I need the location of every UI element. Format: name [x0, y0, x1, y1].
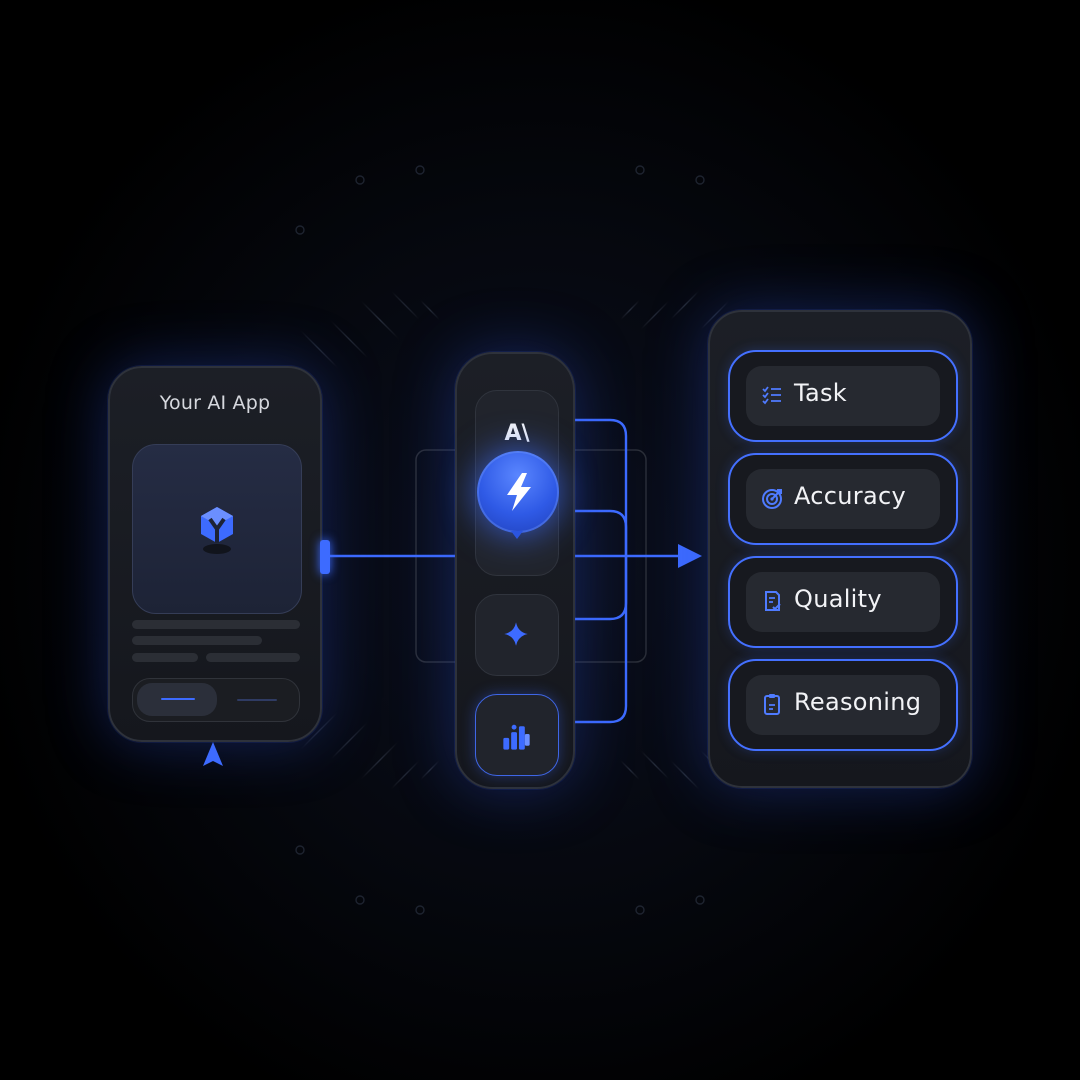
metric-label: Reasoning	[794, 688, 922, 716]
skeleton-line	[132, 620, 300, 629]
metric-label: Quality	[794, 585, 882, 613]
segment-indicator	[161, 698, 195, 700]
sparkle-slot[interactable]	[475, 594, 559, 676]
metric-chip: Accuracy	[746, 469, 940, 529]
app-output-handle	[320, 540, 330, 574]
app-title: Your AI App	[159, 392, 271, 414]
sparkle-icon	[504, 622, 528, 646]
checklist-icon	[762, 386, 781, 405]
metric-label: Accuracy	[794, 482, 906, 510]
output-arrowhead	[678, 544, 702, 568]
segmented-toggle[interactable]	[132, 678, 300, 722]
app-preview-card	[132, 444, 302, 614]
segment-active[interactable]	[137, 683, 217, 716]
metric-reasoning[interactable]: Reasoning	[728, 659, 958, 751]
skeleton-line	[132, 636, 262, 645]
ai-app-panel: Your AI App	[108, 366, 322, 742]
metric-chip: Quality	[746, 572, 940, 632]
segment-inactive-indicator[interactable]	[237, 699, 277, 701]
lightning-bolt-icon	[507, 473, 531, 511]
evaluation-panel: Task Accuracy Quality	[708, 310, 972, 788]
metric-quality[interactable]: Quality	[728, 556, 958, 648]
engine-panel: A\	[455, 352, 575, 789]
bolt-orb[interactable]	[477, 451, 559, 533]
metric-chip: Task	[746, 366, 940, 426]
orb-pointer	[511, 531, 523, 539]
cursor-arrow-icon	[203, 742, 223, 766]
bar-chart-icon	[503, 724, 530, 750]
metric-label: Task	[794, 379, 847, 407]
document-check-icon	[765, 591, 781, 611]
brand-slot[interactable]: A\	[475, 390, 559, 576]
skeleton-line	[206, 653, 300, 662]
metric-chip: Reasoning	[746, 675, 940, 735]
skeleton-line	[132, 653, 198, 662]
metric-accuracy[interactable]: Accuracy	[728, 453, 958, 545]
analytics-slot[interactable]	[475, 694, 559, 776]
brand-label: A\	[504, 421, 530, 446]
target-icon	[762, 489, 782, 509]
metric-task[interactable]: Task	[728, 350, 958, 442]
cube-logo-icon	[201, 507, 233, 554]
clipboard-icon	[764, 694, 780, 715]
